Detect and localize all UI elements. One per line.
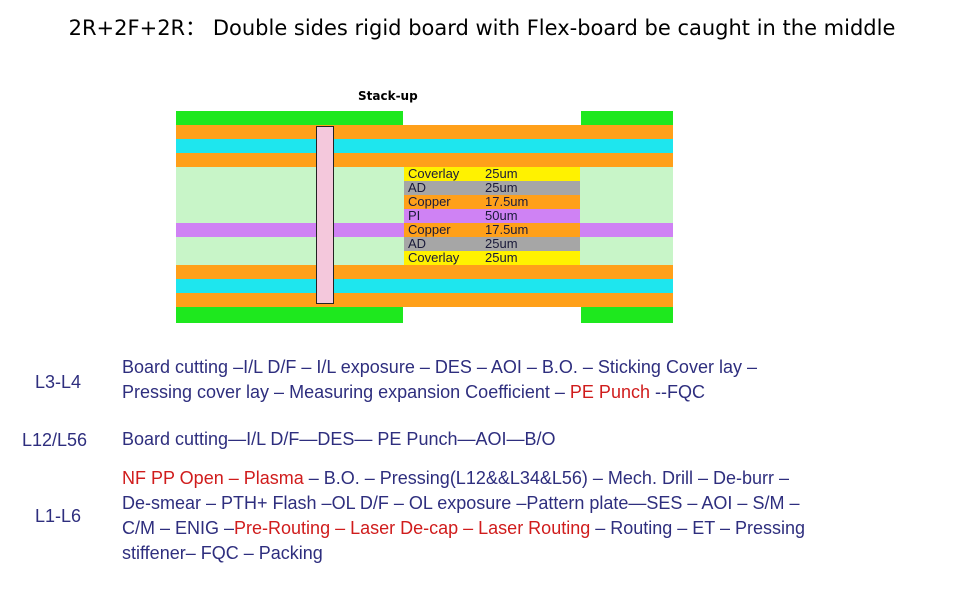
flex-layer-thickness: 17.5um (485, 194, 529, 209)
stackup-label: Stack-up (358, 89, 418, 103)
process-l3-l4: Board cutting –I/L D/F – I/L exposure – … (122, 355, 757, 405)
process-l1-l6-line4: stiffener– FQC – Packing (122, 543, 323, 563)
flex-layer-row: Coverlay 25um (404, 251, 580, 265)
flex-layer-material: Copper (408, 222, 451, 237)
rigid-layer-green (176, 307, 403, 323)
flex-layer-row: Coverlay 25um (404, 167, 580, 181)
flex-layer-thickness: 25um (485, 166, 518, 181)
process-l1-l6-line2: De-smear – PTH+ Flash –OL D/F – OL expos… (122, 493, 800, 513)
stack-layer-orange (176, 125, 673, 139)
flex-layer-thickness: 17.5um (485, 222, 529, 237)
rigid-layer-green (581, 111, 673, 125)
flex-layer-row: Copper 17.5um (404, 195, 580, 209)
process-l1-l6-line3: C/M – ENIG –Pre-Routing – Laser De-cap –… (122, 518, 806, 538)
flex-layer-material: Coverlay (408, 166, 460, 181)
rigid-layer-green (176, 111, 403, 125)
flex-layer-material: AD (408, 180, 427, 195)
flex-layer-material: AD (408, 236, 427, 251)
process-l12-l56: Board cutting—I/L D/F—DES— PE Punch—AOI—… (122, 427, 556, 452)
stack-layer-cyan (176, 279, 673, 293)
slide-title: 2R+2F+2R： Double sides rigid board with … (68, 16, 896, 40)
flex-layer-material: PI (408, 208, 421, 223)
flex-layer-row: AD 25um (404, 181, 580, 195)
rigid-layer-green (581, 307, 673, 323)
process-l3-l4-line1: Board cutting –I/L D/F – I/L exposure – … (122, 357, 757, 377)
stack-layer-orange (176, 153, 673, 167)
label-l3-l4: L3-L4 (35, 372, 82, 392)
pe-punch-highlight: PE Punch (569, 382, 650, 402)
laser-routing-highlight: Pre-Routing – Laser De-cap – Laser Routi… (234, 518, 591, 538)
stack-layer-cyan (176, 139, 673, 153)
plated-through-hole (316, 126, 334, 304)
flex-layer-thickness: 50um (485, 208, 518, 223)
label-l12-l56: L12/L56 (22, 430, 88, 450)
flex-layer-row: Copper 17.5um (404, 223, 580, 237)
label-l1-l6: L1-L6 (35, 506, 82, 526)
nf-pp-plasma-highlight: NF PP Open – Plasma (122, 468, 304, 488)
flex-layer-row: PI 50um (404, 209, 580, 223)
flex-layer-material: Coverlay (408, 250, 460, 265)
flex-layer-row: AD 25um (404, 237, 580, 251)
flex-layer-thickness: 25um (485, 180, 518, 195)
process-l1-l6-line1: NF PP Open – Plasma – B.O. – Pressing(L1… (122, 468, 789, 488)
process-l1-l6: NF PP Open – Plasma – B.O. – Pressing(L1… (122, 466, 805, 566)
flex-layer-thickness: 25um (485, 250, 518, 265)
process-l12-l56-line1: Board cutting—I/L D/F—DES— PE Punch—AOI—… (122, 429, 556, 449)
process-l3-l4-line2: Pressing cover lay – Measuring expansion… (122, 382, 705, 402)
flex-layer-thickness: 25um (485, 236, 518, 251)
stack-layer-orange (176, 293, 673, 307)
stack-layer-orange (176, 265, 673, 279)
flex-layer-material: Copper (408, 194, 451, 209)
